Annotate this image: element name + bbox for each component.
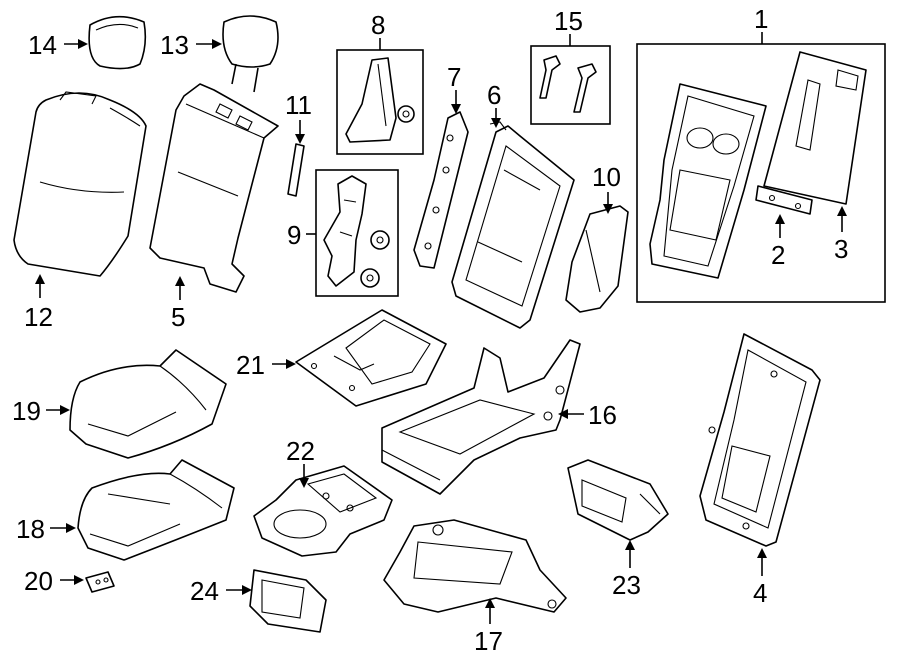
part-4-side-panel	[699, 333, 821, 547]
callout-15: 15	[554, 6, 583, 36]
part-13-headrest	[222, 15, 279, 93]
callout-11: 11	[285, 90, 312, 120]
part-15-bolts	[539, 55, 597, 113]
callout-20: 20	[24, 566, 53, 596]
group-box-1	[636, 43, 886, 303]
callout-10: 10	[592, 162, 621, 192]
callout-16: 16	[588, 400, 617, 430]
group-box-9	[315, 169, 399, 297]
part-21-tray	[295, 309, 447, 407]
callout-5: 5	[171, 302, 185, 332]
callout-3: 3	[834, 234, 848, 264]
part-16-console-frame	[381, 339, 581, 495]
callout-24: 24	[190, 576, 219, 606]
callout-23: 23	[612, 570, 641, 600]
part-17-console-base	[383, 519, 567, 613]
part-1-console-assembly	[649, 51, 867, 279]
part-12-seat-back-cover	[13, 91, 147, 277]
part-7-hinge-plate	[413, 111, 469, 269]
part-14-headrest	[88, 15, 147, 70]
part-18-cushion-pad	[77, 459, 235, 561]
part-19-cushion	[69, 349, 227, 459]
callout-2: 2	[771, 240, 785, 270]
callout-7: 7	[447, 62, 461, 92]
part-11-rod	[287, 143, 305, 197]
callout-8: 8	[371, 10, 385, 40]
callout-12: 12	[24, 302, 53, 332]
callout-9: 9	[287, 220, 301, 250]
part-9-bracket	[323, 175, 390, 288]
callout-13: 13	[160, 30, 189, 60]
part-22-cup-holder	[253, 465, 393, 557]
part-6-center-back-frame	[451, 121, 575, 329]
callout-22: 22	[286, 436, 315, 466]
part-10-side-trim	[565, 205, 629, 313]
part-5-seat-back-frame	[149, 83, 279, 293]
callout-19: 19	[12, 396, 41, 426]
part-24-pocket	[249, 569, 327, 633]
part-23-mechanism	[567, 459, 669, 541]
part-8-hinge-cover	[345, 57, 415, 143]
callout-18: 18	[16, 514, 45, 544]
callout-14: 14	[28, 30, 57, 60]
callout-17: 17	[474, 626, 503, 656]
callout-4: 4	[753, 578, 767, 608]
callout-6: 6	[487, 80, 501, 110]
callout-1: 1	[754, 4, 768, 34]
part-20-clip	[85, 571, 115, 593]
callout-21: 21	[236, 350, 265, 380]
